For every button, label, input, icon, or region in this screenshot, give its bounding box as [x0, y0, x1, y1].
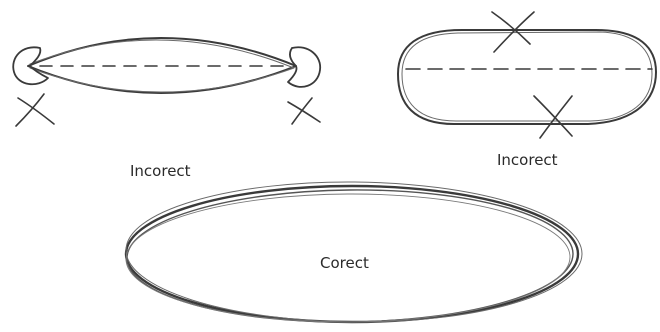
- incorrect-label-left: Incorect: [130, 162, 191, 180]
- right-x-mark: [287, 97, 321, 125]
- incorrect-label-right: Incorect: [497, 151, 558, 169]
- bottom-x-mark: [533, 95, 573, 139]
- left-x-mark: [15, 93, 55, 127]
- boxy-ellipse-outline: [397, 29, 657, 125]
- right-end-circle: [287, 46, 321, 88]
- correct-ellipse: [124, 181, 583, 324]
- boxy-ellipse-incorrect: [397, 11, 657, 139]
- pointed-ellipse-incorrect: [12, 37, 321, 127]
- top-x-mark: [491, 11, 535, 53]
- left-end-circle: [12, 46, 49, 86]
- correct-label: Corect: [320, 254, 369, 272]
